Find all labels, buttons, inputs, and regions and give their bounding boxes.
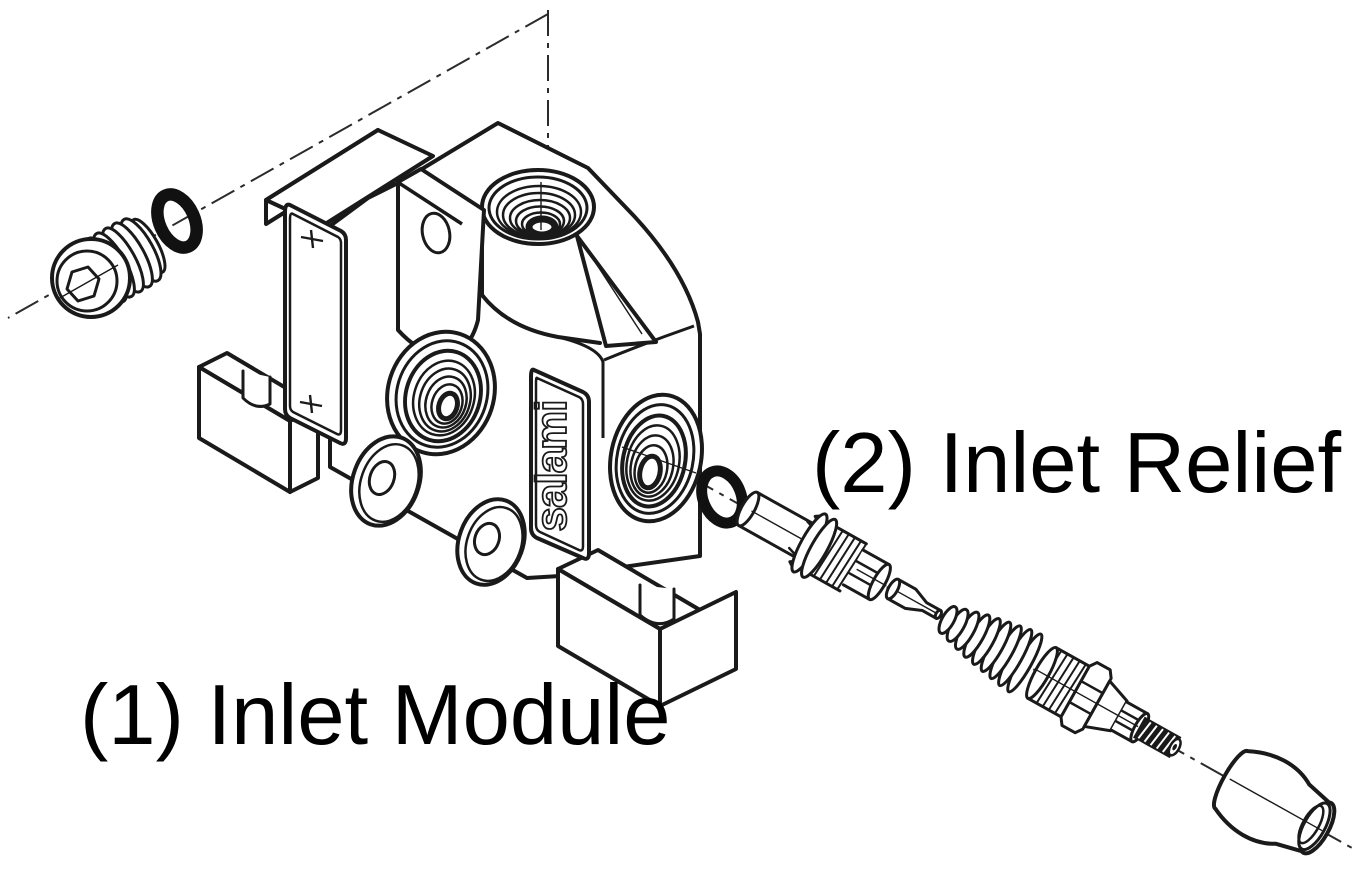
plate-outline <box>283 202 348 446</box>
plug-hex-socket <box>65 265 101 303</box>
center-tab <box>396 167 486 362</box>
mounting-foot-right <box>556 548 738 708</box>
port-thread <box>629 434 675 498</box>
side-threaded-port <box>385 329 497 457</box>
protective-cap <box>1211 748 1337 856</box>
castellated-nut <box>788 511 896 612</box>
cap-center-mark <box>1229 778 1323 832</box>
foot-slot <box>638 583 676 626</box>
adjusting-screw <box>1133 716 1182 759</box>
brand-plate-inner <box>534 376 585 552</box>
screw-center-mark <box>299 394 323 414</box>
port-thread <box>633 444 669 494</box>
plate-inner-outline <box>288 212 343 436</box>
foot-slot <box>241 369 272 408</box>
port-thread <box>424 375 468 429</box>
port-mouth <box>620 413 688 509</box>
washer-boss-lower <box>455 497 527 587</box>
port-thread <box>625 424 681 502</box>
poppet <box>884 577 943 620</box>
plug-center-mark <box>57 264 119 300</box>
hex-flat-line <box>1068 700 1093 716</box>
hex-flat-line <box>1079 679 1105 695</box>
cap-outline <box>1211 748 1337 856</box>
gusset-inner-line <box>585 247 643 335</box>
mounting-plate <box>283 202 348 446</box>
boss-rim <box>464 505 524 583</box>
tab-front-edge <box>398 181 463 226</box>
crown-flange <box>800 517 839 579</box>
washer-boss-upper <box>349 434 423 528</box>
o-ring-relief <box>696 465 748 529</box>
rear-rail <box>264 128 435 228</box>
adjuster-body <box>1025 645 1182 759</box>
port-thread <box>411 359 477 437</box>
foot-side-face <box>658 590 738 708</box>
relief-spring <box>937 605 1044 694</box>
tab-oval-hole <box>420 211 452 255</box>
socket-plug <box>50 217 167 319</box>
screw-center-mark <box>300 229 324 249</box>
port-thread <box>430 383 464 425</box>
brand-plate-outline <box>529 367 591 561</box>
boss-hole <box>472 521 502 557</box>
o-ring-plug <box>151 188 203 254</box>
callout-inlet-module: (1) Inlet Module <box>80 668 671 763</box>
relief-port <box>608 392 704 524</box>
callout-inlet-relief: (2) Inlet Relief <box>812 416 1341 511</box>
brand-logo-text: salami <box>527 401 576 532</box>
port-bore <box>525 215 559 239</box>
port-center-mark <box>621 446 697 474</box>
inlet-module-body: salami <box>197 121 738 708</box>
boss-hole <box>367 460 397 496</box>
port-boss-edge <box>480 208 602 345</box>
port-thread <box>417 367 473 433</box>
top-threaded-port <box>480 168 658 348</box>
boss-rim <box>358 442 420 524</box>
port-bore <box>637 453 663 491</box>
port-bore <box>436 390 460 422</box>
brand-plate: salami <box>526 367 591 561</box>
